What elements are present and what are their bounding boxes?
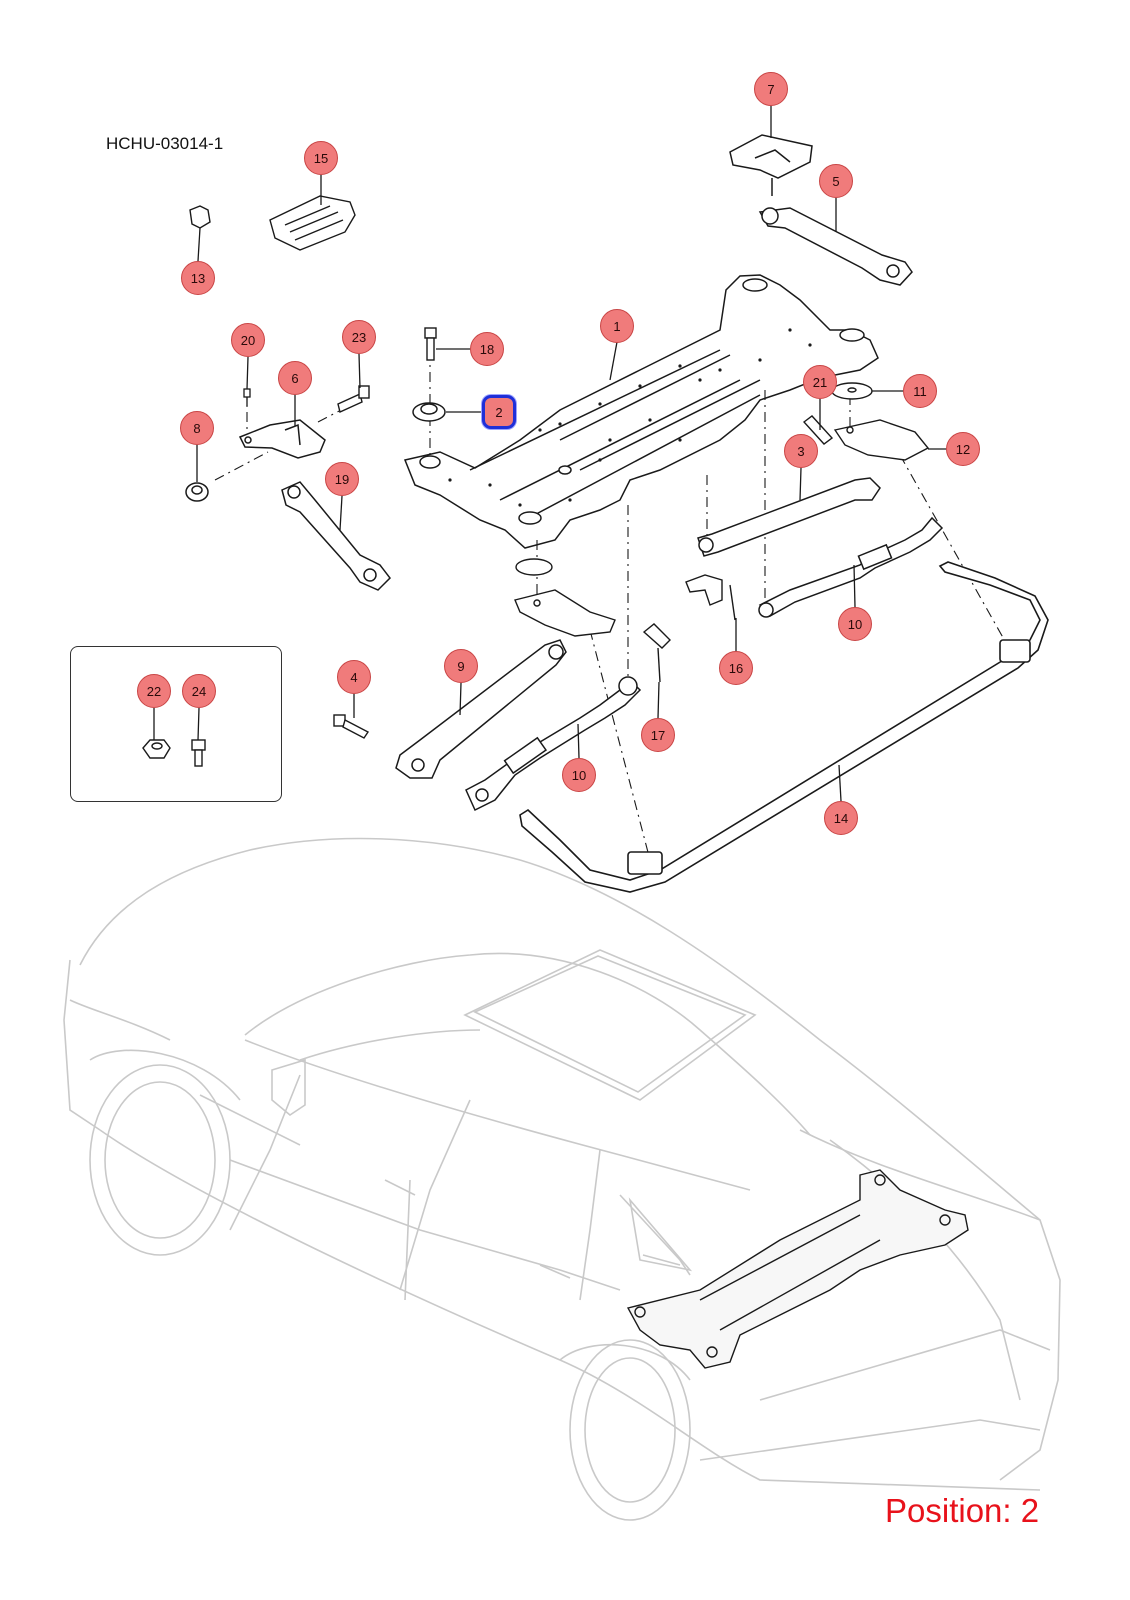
callout-10-rear[interactable]: 10 bbox=[838, 607, 872, 641]
trailing-arm-19 bbox=[281, 481, 391, 591]
callout-23[interactable]: 23 bbox=[342, 320, 376, 354]
lateral-arm-3 bbox=[697, 477, 881, 557]
leader-lines bbox=[153, 106, 946, 802]
nut-2 bbox=[412, 402, 446, 422]
adjustable-arm-10-rear bbox=[758, 516, 944, 618]
callout-18[interactable]: 18 bbox=[470, 332, 504, 366]
callout-9[interactable]: 9 bbox=[444, 649, 478, 683]
sensor-bracket-16 bbox=[685, 574, 736, 621]
callout-4[interactable]: 4 bbox=[337, 660, 371, 694]
callout-10-front[interactable]: 10 bbox=[562, 758, 596, 792]
subframe-holes bbox=[448, 328, 812, 507]
bushing-8 bbox=[185, 482, 209, 502]
bolt-18 bbox=[424, 327, 437, 361]
callout-8[interactable]: 8 bbox=[180, 411, 214, 445]
car-outline bbox=[63, 837, 1061, 1521]
callout-14[interactable]: 14 bbox=[824, 801, 858, 835]
bolt-23 bbox=[337, 385, 370, 413]
car-subframe-locator bbox=[626, 1169, 969, 1369]
callout-24[interactable]: 24 bbox=[182, 674, 216, 708]
callout-7[interactable]: 7 bbox=[754, 72, 788, 106]
clip-13 bbox=[189, 205, 211, 229]
callout-13[interactable]: 13 bbox=[181, 261, 215, 295]
bolt-21 bbox=[802, 415, 834, 445]
callout-6[interactable]: 6 bbox=[278, 361, 312, 395]
lower-washer bbox=[515, 558, 553, 576]
callout-20[interactable]: 20 bbox=[231, 323, 265, 357]
plate-15 bbox=[269, 195, 356, 251]
bolt-4 bbox=[333, 714, 370, 739]
plate-12 bbox=[833, 419, 930, 461]
bracket-7 bbox=[729, 134, 813, 196]
diagram-code-label: HCHU-03014-1 bbox=[106, 134, 224, 153]
washer-11 bbox=[831, 382, 873, 400]
subframe-crossmember bbox=[403, 274, 879, 549]
callout-12[interactable]: 12 bbox=[946, 432, 980, 466]
callout-3[interactable]: 3 bbox=[784, 434, 818, 468]
stabilizer-bar-14 bbox=[519, 561, 1049, 893]
bracket-6 bbox=[238, 419, 326, 459]
callout-11[interactable]: 11 bbox=[903, 374, 937, 408]
callout-15[interactable]: 15 bbox=[304, 141, 338, 175]
position-indicator: Position: 2 bbox=[885, 1492, 1040, 1529]
callout-17[interactable]: 17 bbox=[641, 718, 675, 752]
callout-5[interactable]: 5 bbox=[819, 164, 853, 198]
inset-box-small-fasteners bbox=[70, 646, 282, 802]
callout-22[interactable]: 22 bbox=[137, 674, 171, 708]
bolt-20 bbox=[243, 388, 251, 406]
callout-1[interactable]: 1 bbox=[600, 309, 634, 343]
nut-22 bbox=[142, 739, 171, 759]
adjustable-arm-10-front bbox=[465, 676, 642, 812]
callout-21[interactable]: 21 bbox=[803, 365, 837, 399]
callout-19[interactable]: 19 bbox=[325, 462, 359, 496]
lower-plate bbox=[514, 589, 616, 637]
lateral-arm-5 bbox=[758, 207, 913, 286]
callout-16[interactable]: 16 bbox=[719, 651, 753, 685]
sensor-link-17 bbox=[642, 623, 671, 683]
alignment-lines bbox=[214, 350, 1011, 861]
callout-2-selected[interactable]: 2 bbox=[482, 395, 516, 429]
lateral-arm-9 bbox=[395, 639, 567, 779]
